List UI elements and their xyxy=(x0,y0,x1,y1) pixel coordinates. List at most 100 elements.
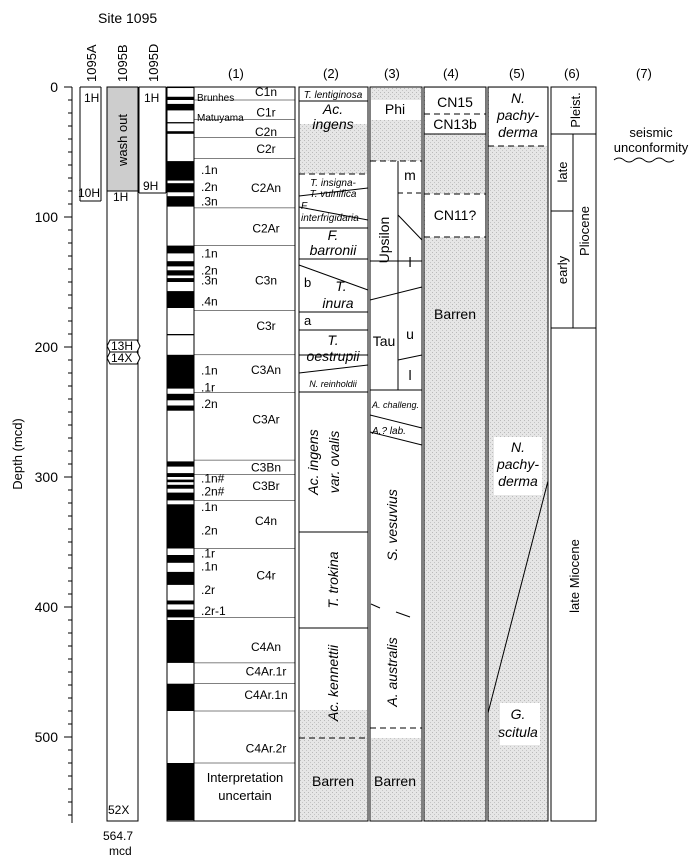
subchron-label: .3n xyxy=(201,194,218,208)
col-header-3: (3) xyxy=(384,66,400,81)
polarity-normal-band xyxy=(167,620,194,663)
hole-header-b: 1095B xyxy=(115,44,130,82)
polarity-normal-band xyxy=(167,484,194,489)
col4-barren: Barren xyxy=(434,306,476,322)
column-2-diatom-zones: T. lentiginosa Ac. ingens T. insigna- T.… xyxy=(298,86,369,822)
zone-f-interfrigidaria-1: F. xyxy=(301,201,309,212)
col2-barren: Barren xyxy=(312,773,354,789)
site-title: Site 1095 xyxy=(98,10,157,26)
polarity-normal-band xyxy=(167,131,194,134)
chron-label: C4An xyxy=(251,640,281,654)
chron-label: C4Ar.2r xyxy=(246,741,287,755)
col-header-2: (2) xyxy=(323,66,339,81)
subchron-label: .1n xyxy=(201,246,218,260)
zone-cn11: CN11? xyxy=(434,207,477,223)
hole-b-52x: 52X xyxy=(108,803,129,817)
polarity-normal-band xyxy=(167,278,194,282)
polarity-normal-band xyxy=(167,763,194,821)
subchron-label: .2n xyxy=(201,523,218,537)
label-matuyama: Matuyama xyxy=(197,113,244,124)
chron-label: C3Bn xyxy=(251,461,281,475)
zone-f-interfrigidaria-2: interfrigidaria xyxy=(301,213,359,224)
zone-t-oestrupii-2: oestrupii xyxy=(307,348,361,364)
hole-1095a: 1H 10H xyxy=(78,86,102,202)
epoch-late-miocene: late Miocene xyxy=(567,539,582,613)
polarity-normal-band xyxy=(167,683,194,711)
hole-a-top: 1H xyxy=(84,91,99,105)
chron-label: C1n xyxy=(255,85,277,99)
polarity-normal-band xyxy=(167,291,194,308)
subchron-label: .4n xyxy=(201,295,218,309)
epoch-late-pliocene: late xyxy=(555,162,570,183)
polarity-normal-band xyxy=(167,245,194,254)
hole-b-14x: 14X xyxy=(111,351,132,365)
polarity-normal-band xyxy=(167,479,194,483)
chron-label: C2An xyxy=(251,181,281,195)
zone-n-pachyderma-mid-2: pachy- xyxy=(496,456,539,472)
zone-s-vesuvius: S. vesuvius xyxy=(384,489,400,561)
epoch-early-pliocene: early xyxy=(555,255,570,284)
chron-label: C3n xyxy=(255,273,277,287)
zone-t-trokina: T. trokina xyxy=(325,551,341,608)
subchron-label: .1n xyxy=(201,163,218,177)
polarity-normal-band xyxy=(167,103,194,111)
hole-1095b: wash out 1H 13H 14X 52X 564.7 mcd xyxy=(103,86,141,858)
polarity-normal-band xyxy=(167,609,194,618)
chron-label: C4n xyxy=(255,514,277,528)
zone-n-pachyderma-top-2: pachy- xyxy=(496,107,539,123)
col-header-5: (5) xyxy=(509,66,525,81)
hole-header-d: 1095D xyxy=(146,44,161,82)
chron-label: C3r xyxy=(256,319,275,333)
chron-label: C4Ar.1r xyxy=(246,665,287,679)
depth-tick-label: 0 xyxy=(50,79,58,95)
wash-out-label: wash out xyxy=(115,114,130,167)
subchron-label: .2n# xyxy=(201,484,225,498)
seismic-label: seismic xyxy=(629,125,673,140)
polarity-normal-band xyxy=(167,473,194,477)
wash-out-box xyxy=(106,86,139,192)
unconformity-label: unconformity xyxy=(614,140,689,155)
zone-t-lentiginosa: T. lentiginosa xyxy=(304,90,363,101)
zone-ac-ingens-1: Ac. xyxy=(322,101,343,117)
polarity-normal-band xyxy=(167,261,194,267)
depth-tick-label: 400 xyxy=(35,599,59,615)
zone-cn13b: CN13b xyxy=(433,116,477,132)
subchron-label: .1r xyxy=(201,380,215,394)
hole-1095d: 1H 9H xyxy=(138,86,167,194)
polarity-normal-band xyxy=(167,571,194,585)
polarity-normal-band xyxy=(167,334,194,336)
zone-t-inura-2: inura xyxy=(322,295,353,311)
column-3-radiolarian-zones: Phi Upsilon m l Tau u l A. challeng. A.?… xyxy=(369,86,423,822)
zone-ac-ingens-ovalis-2: var. ovalis xyxy=(326,431,342,494)
polarity-normal-band xyxy=(167,600,194,605)
unconformity-wave xyxy=(613,157,675,163)
subchron-label: .1r xyxy=(201,547,215,561)
hole-b-core-1h: 1H xyxy=(113,190,128,204)
polarity-normal-band xyxy=(167,122,194,124)
column-6-epochs: Pleist. late early Pliocene late Miocene xyxy=(550,86,597,822)
polarity-normal-band xyxy=(167,393,194,401)
chron-label: C1r xyxy=(256,106,275,120)
subzone-u: u xyxy=(406,326,414,342)
uncertain-label-1: Interpretation xyxy=(207,770,284,785)
subzone-m: m xyxy=(404,167,416,183)
subchron-label: .1n xyxy=(201,500,218,514)
subchron-label: .3n xyxy=(201,274,218,288)
chron-label: C2r xyxy=(256,142,275,156)
polarity-normal-band xyxy=(167,161,194,181)
zone-a-australis: A. australis xyxy=(384,637,400,707)
hole-b-13h: 13H xyxy=(111,339,133,353)
depth-tick-label: 200 xyxy=(35,339,59,355)
subchron-label: .2n xyxy=(201,180,218,194)
zone-a-lab: A.? lab. xyxy=(371,426,406,437)
zone-n-pachyderma-mid-1: N. xyxy=(511,439,525,455)
subchron-label: .2n xyxy=(201,263,218,277)
subzone-a: a xyxy=(304,313,312,328)
epoch-pliocene: Pliocene xyxy=(577,206,592,256)
subzone-l-upper: l xyxy=(408,254,411,270)
label-brunhes: Brunhes xyxy=(197,93,234,104)
zone-g-scitula-2: scitula xyxy=(498,724,538,740)
zone-cn15: CN15 xyxy=(437,94,473,110)
